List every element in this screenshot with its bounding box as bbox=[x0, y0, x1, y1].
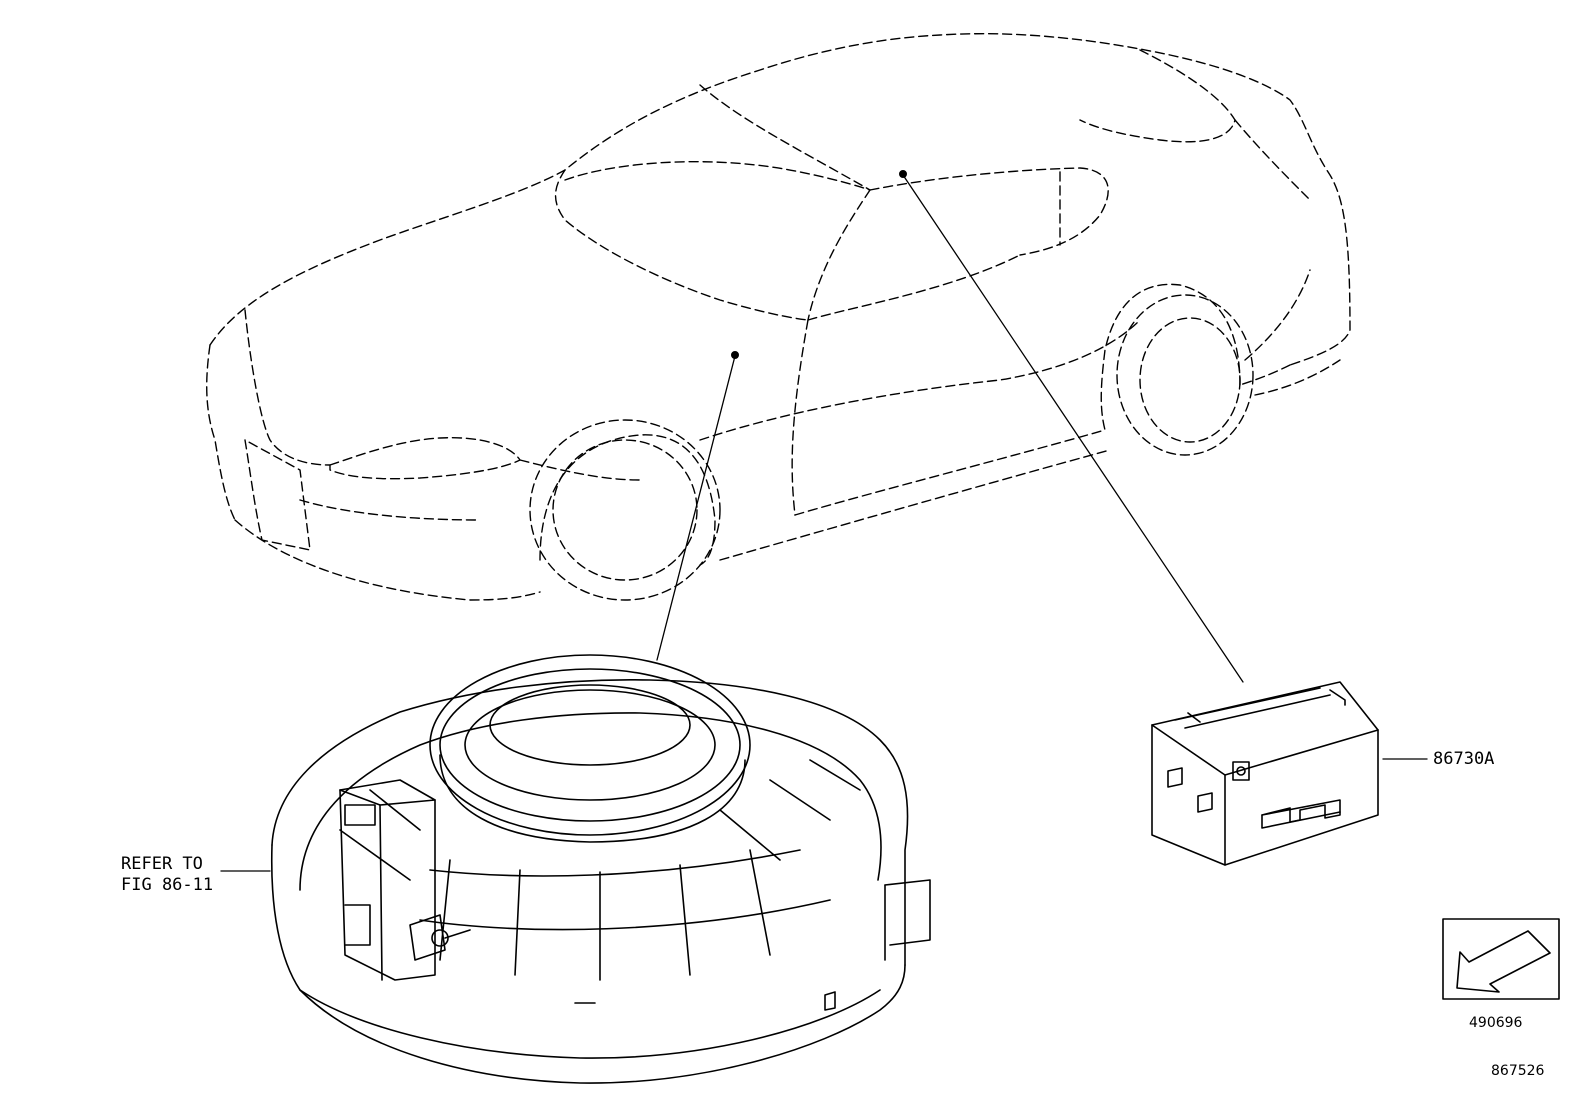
mount-point-dot-rear bbox=[899, 170, 907, 178]
refer-to-label-line2: FIG 86-11 bbox=[121, 875, 214, 895]
part-number-86730a: 86730A bbox=[1433, 749, 1495, 769]
sensor-unit bbox=[270, 654, 931, 1084]
mount-point-dot-front bbox=[731, 351, 739, 359]
front-direction-arrow-icon bbox=[1442, 918, 1560, 1000]
page-code: 867526 bbox=[1491, 1063, 1545, 1079]
leader-lines bbox=[220, 174, 1428, 872]
vehicle-outline bbox=[206, 33, 1351, 601]
figure-code: 490696 bbox=[1469, 1015, 1523, 1031]
refer-to-label-line1: REFER TO bbox=[121, 854, 203, 874]
leader-line-sensor bbox=[656, 355, 736, 661]
leader-line-ecu bbox=[902, 174, 1244, 683]
ecu-module-86730a bbox=[1151, 681, 1379, 866]
